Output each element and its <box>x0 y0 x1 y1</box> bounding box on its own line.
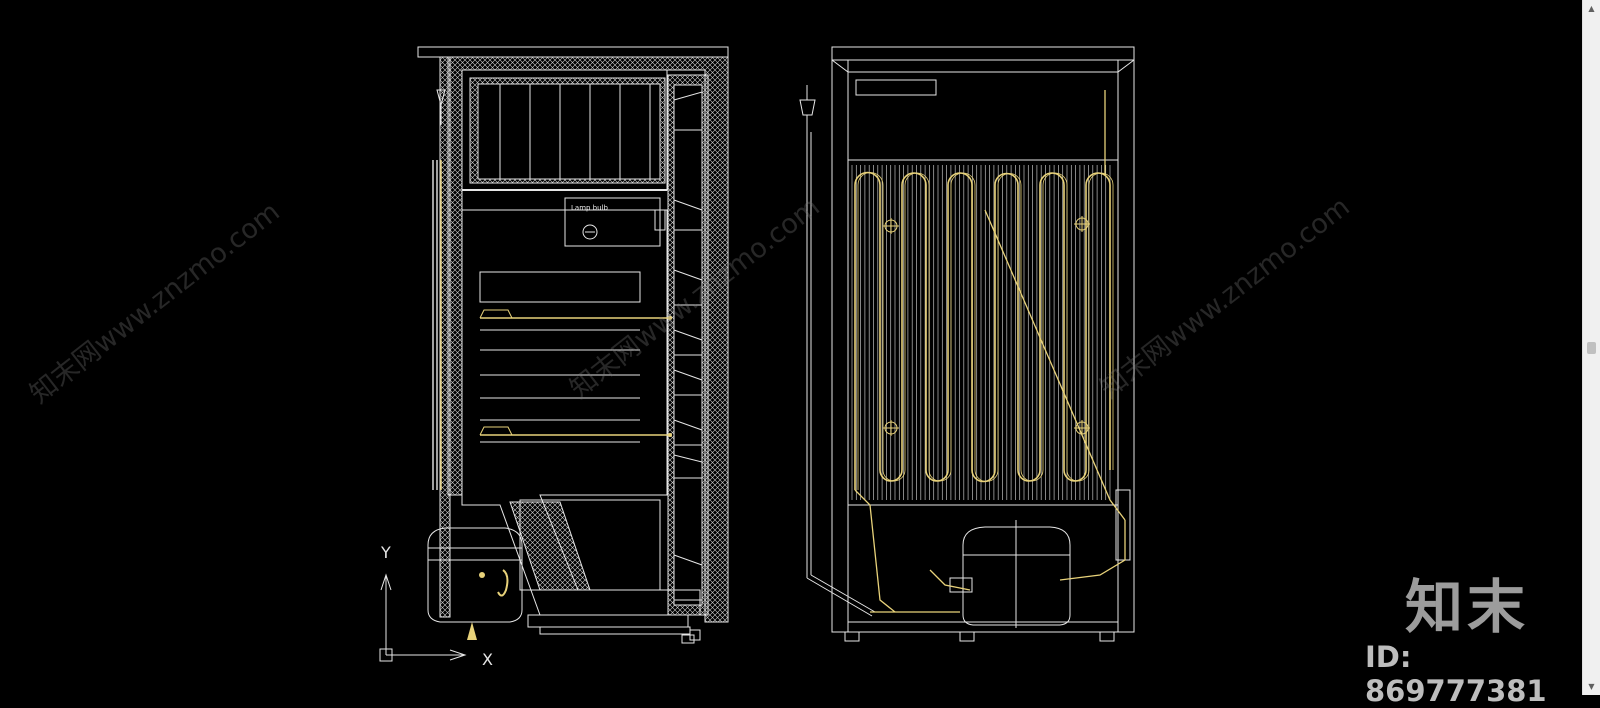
refrigerant-pipe <box>854 489 896 613</box>
brand-logo: 知末 <box>1405 573 1530 641</box>
scroll-down-arrow-icon[interactable]: ▼ <box>1588 682 1595 691</box>
y-axis-label: Y <box>380 543 391 562</box>
condenser-serpentine <box>854 171 1111 490</box>
condenser-coil <box>854 90 1126 613</box>
vertical-scrollbar[interactable]: ▲ ▼ <box>1582 0 1600 695</box>
refrigerant-pipe <box>1059 520 1126 581</box>
scroll-thumb[interactable] <box>1587 342 1596 354</box>
refrigerant-pipe <box>929 569 971 591</box>
fridge-back-view <box>799 46 1135 642</box>
cad-drawing: Lamp bulb Y X <box>379 46 1135 669</box>
condenser-serpentine-inner <box>857 172 1114 490</box>
refrigerant-pipe <box>984 209 1126 521</box>
fridge-side-section <box>417 46 729 644</box>
brand-id: ID: 869777381 <box>1365 640 1547 708</box>
scroll-up-arrow-icon[interactable]: ▲ <box>1588 4 1595 13</box>
lamp-label: Lamp bulb <box>571 204 609 212</box>
x-axis-label: X <box>482 650 493 669</box>
mounting-screws <box>883 216 1090 436</box>
ucs-axis-icon <box>379 573 467 662</box>
